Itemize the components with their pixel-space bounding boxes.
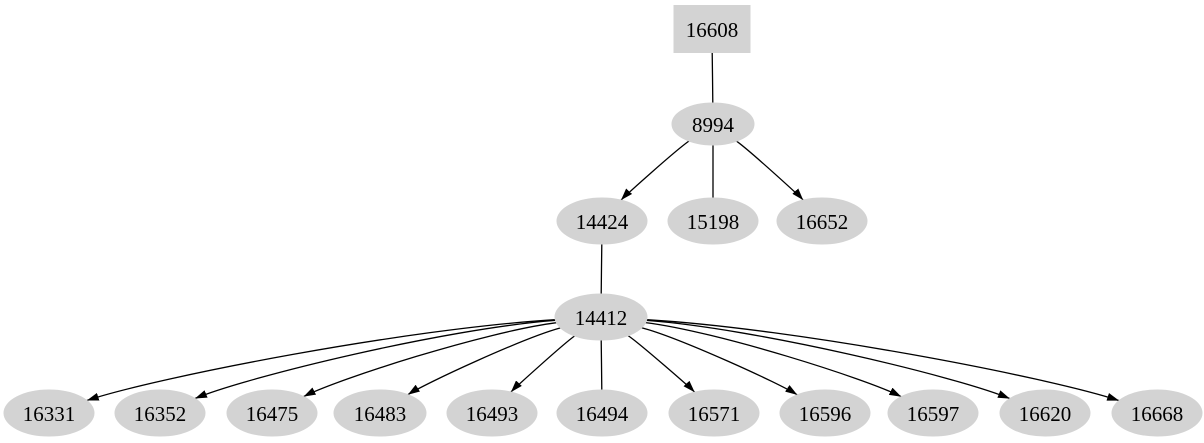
graph-node-16494: 16494 xyxy=(556,389,648,437)
graph-edge-14412-16596 xyxy=(641,327,798,396)
node-shape-ellipse xyxy=(556,389,648,437)
node-label: 14424 xyxy=(576,210,629,234)
graph-edge-14412-16483 xyxy=(407,327,561,396)
graph-nodes: 16608 8994 14424 15198 16652 14412 16331 16352 1… xyxy=(3,5,1203,437)
graph-edge-8994-16652 xyxy=(736,140,804,201)
graph-node-16483: 16483 xyxy=(333,389,427,437)
node-shape-ellipse xyxy=(667,197,759,245)
node-shape-box xyxy=(673,5,751,53)
node-shape-ellipse xyxy=(1111,389,1203,437)
graph-edge-8994-14424 xyxy=(620,140,690,201)
graph-node-16597: 16597 xyxy=(887,389,979,437)
node-label: 16331 xyxy=(23,402,76,426)
node-shape-ellipse xyxy=(446,389,538,437)
graph-node-16475: 16475 xyxy=(226,389,318,437)
node-label: 16352 xyxy=(134,402,187,426)
node-shape-ellipse xyxy=(556,197,648,245)
node-label: 15198 xyxy=(687,210,740,234)
node-shape-ellipse xyxy=(3,389,95,437)
graph-node-14412: 14412 xyxy=(554,293,648,341)
node-label: 16608 xyxy=(686,18,739,42)
node-shape-ellipse xyxy=(114,389,206,437)
node-label: 16596 xyxy=(799,402,852,426)
node-label: 16493 xyxy=(466,402,519,426)
node-label: 16620 xyxy=(1019,402,1072,426)
graph-edges xyxy=(86,52,1120,403)
graph-node-16620: 16620 xyxy=(999,389,1091,437)
node-shape-ellipse xyxy=(668,389,760,437)
graph-node-16608: 16608 xyxy=(673,5,751,53)
node-shape-ellipse xyxy=(226,389,318,437)
graph-node-16668: 16668 xyxy=(1111,389,1203,437)
graph-node-16331: 16331 xyxy=(3,389,95,437)
node-label: 16475 xyxy=(246,402,299,426)
graph-edge-14412-16493 xyxy=(510,335,576,393)
graph-edge-14412-16331 xyxy=(86,319,556,402)
node-label: 16652 xyxy=(796,210,849,234)
graph-node-16493: 16493 xyxy=(446,389,538,437)
node-label: 16597 xyxy=(907,402,960,426)
node-label: 8994 xyxy=(692,113,735,137)
graph-edge-14412-16620 xyxy=(646,319,1011,400)
node-shape-ellipse xyxy=(779,389,871,437)
graph-edge-14424-14412 xyxy=(597,243,606,307)
graph-node-8994: 8994 xyxy=(671,102,755,146)
graph-node-16352: 16352 xyxy=(114,389,206,437)
graph-edge-14412-16668 xyxy=(646,319,1120,402)
graph-node-16652: 16652 xyxy=(776,197,868,245)
node-label: 14412 xyxy=(575,306,628,330)
node-shape-ellipse xyxy=(776,197,868,245)
node-label: 16483 xyxy=(354,402,407,426)
node-shape-ellipse xyxy=(333,389,427,437)
node-shape-ellipse xyxy=(671,102,755,146)
graph-node-15198: 15198 xyxy=(667,197,759,245)
graph-edge-14412-16494 xyxy=(597,339,606,403)
graph-edge-14412-16571 xyxy=(627,335,696,393)
graph-node-16571: 16571 xyxy=(668,389,760,437)
node-label: 16668 xyxy=(1131,402,1184,426)
node-shape-ellipse xyxy=(999,389,1091,437)
graph-node-16596: 16596 xyxy=(779,389,871,437)
node-label: 16571 xyxy=(688,402,741,426)
graph-edge-14412-16352 xyxy=(194,319,556,400)
node-shape-ellipse xyxy=(554,293,648,341)
graph-node-14424: 14424 xyxy=(556,197,648,245)
node-shape-ellipse xyxy=(887,389,979,437)
graph-edge-14412-16475 xyxy=(303,322,557,398)
graph-edge-16608-8994 xyxy=(708,52,717,116)
graph-edge-14412-16597 xyxy=(645,321,902,398)
node-label: 16494 xyxy=(576,402,629,426)
